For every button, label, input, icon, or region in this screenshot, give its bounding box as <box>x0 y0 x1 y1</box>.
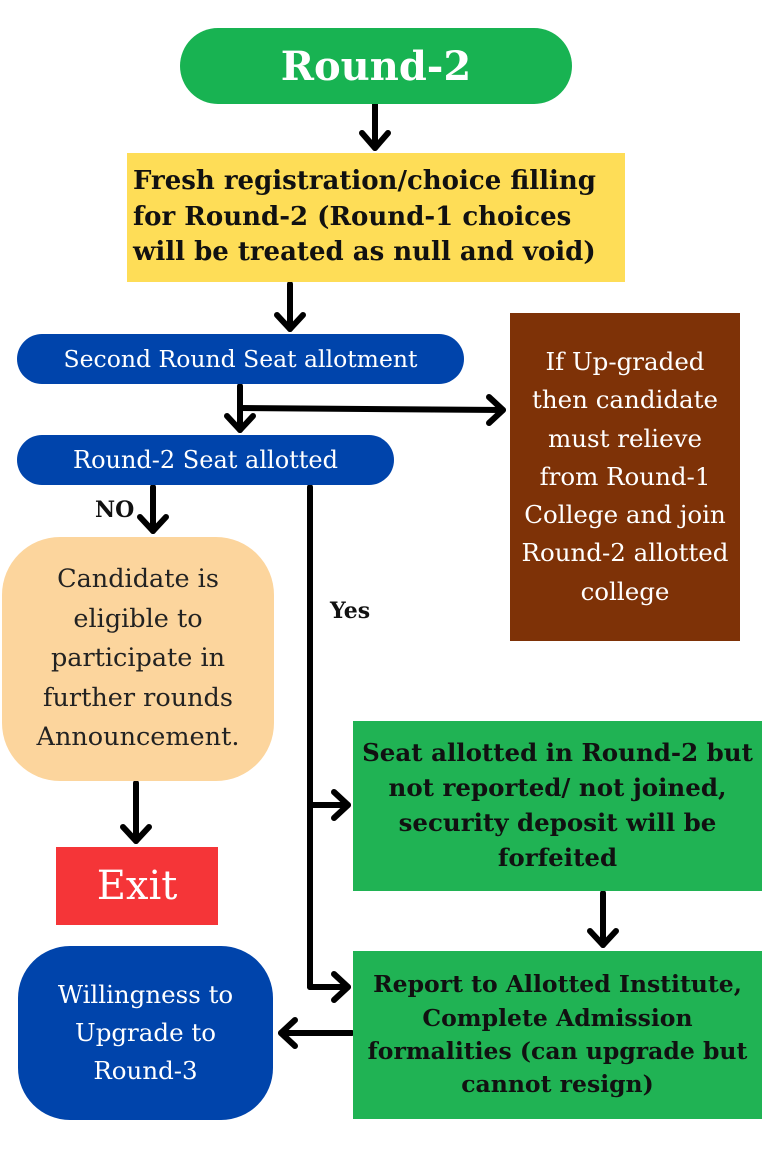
not-reported-box: Seat allotted in Round-2 but not reporte… <box>353 721 762 891</box>
arrow-eligible-to-exit <box>120 780 152 844</box>
arrow-start-to-fresh <box>359 101 391 151</box>
arrow-notrep-to-report <box>587 890 619 948</box>
arrow-report-to-upgrade3 <box>278 1017 355 1049</box>
arrow-to-upgraded <box>237 394 506 426</box>
start-node: Round-2 <box>180 28 572 104</box>
arrow-no-to-eligible <box>137 484 169 534</box>
arrow-fresh-to-second <box>274 281 306 332</box>
eligible-further-rounds-box: Candidate is eligible to participate in … <box>2 537 274 781</box>
arrow-yes-branch <box>307 484 351 1003</box>
round2-seat-allotted-node: Round-2 Seat allotted <box>17 435 394 485</box>
report-institute-box: Report to Allotted Institute, Complete A… <box>353 951 762 1119</box>
upgraded-relieve-box: If Up-graded then candidate must relieve… <box>510 313 740 641</box>
fresh-registration-box: Fresh registration/choice filling for Ro… <box>127 153 625 282</box>
exit-box: Exit <box>56 847 218 925</box>
yes-label: Yes <box>330 598 371 624</box>
second-round-allotment-node: Second Round Seat allotment <box>17 334 464 384</box>
upgrade-round3-node: Willingness to Upgrade to Round-3 <box>18 946 273 1120</box>
no-label: NO <box>95 497 135 523</box>
